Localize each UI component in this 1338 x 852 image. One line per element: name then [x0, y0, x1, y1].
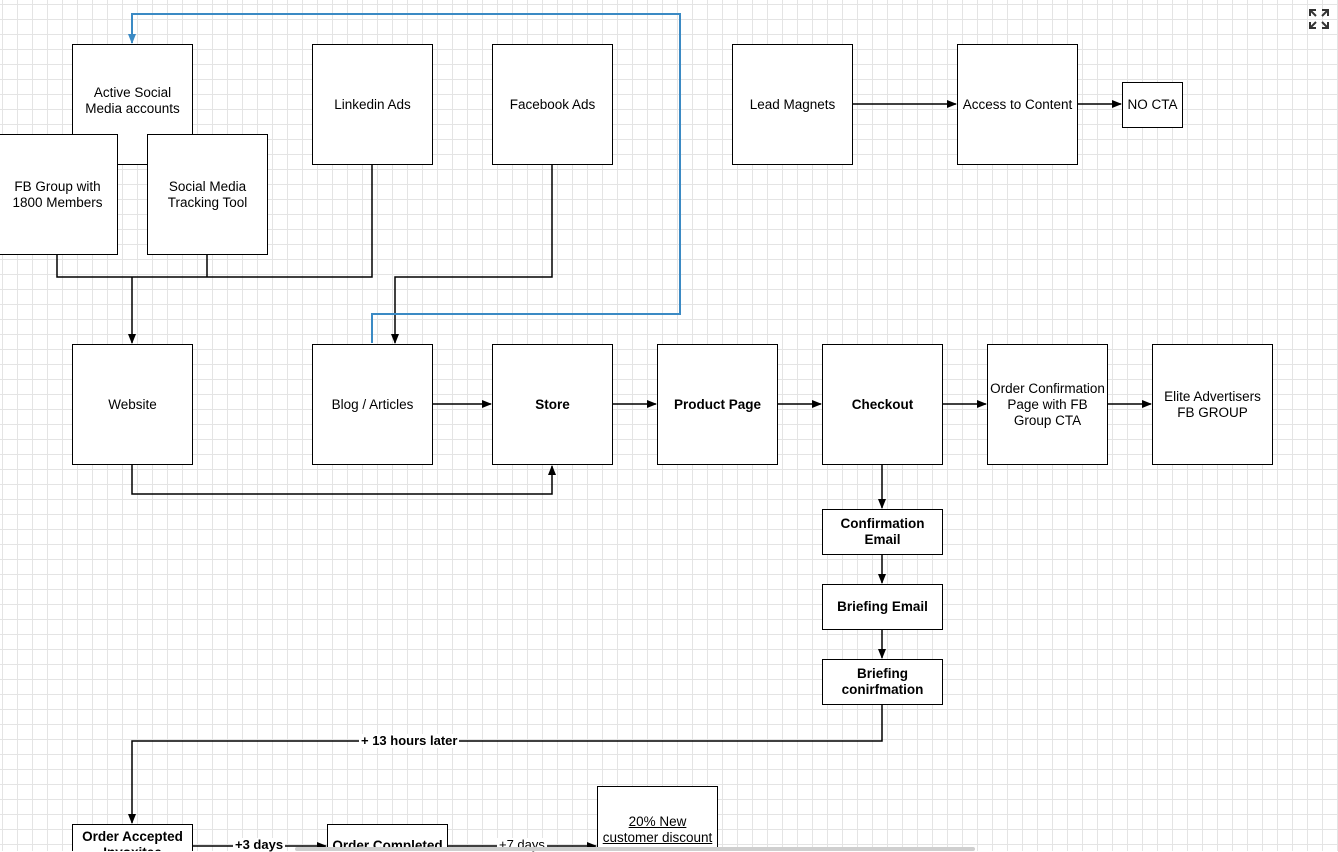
node-lead-magnets-label: Lead Magnets [749, 96, 836, 112]
connector-facebook-to-blog [391, 164, 553, 344]
node-elite-label: Elite Advertisers FB GROUP [1164, 388, 1261, 420]
node-facebook-ads[interactable]: Facebook Ads [492, 44, 613, 165]
node-access-content[interactable]: Access to Content [957, 44, 1078, 165]
connector-website-to-store [131, 464, 556, 495]
horizontal-scrollbar[interactable] [295, 847, 975, 851]
node-no-cta[interactable]: NO CTA [1122, 82, 1183, 128]
node-new-customer-label: 20% New customer discount offer [602, 814, 713, 851]
node-order-accepted[interactable]: Order Accepted Invoxitee [72, 824, 193, 851]
node-briefing-confirmation[interactable]: Briefing conirfmation [822, 659, 943, 705]
node-access-content-label: Access to Content [962, 96, 1073, 112]
node-briefing-email-label: Briefing Email [837, 599, 928, 614]
node-active-social-label: Active Social Media accounts [85, 85, 180, 116]
node-confirmation-email[interactable]: Confirmation Email [822, 509, 943, 555]
node-social-tool-label: Social Media Tracking Tool [167, 178, 248, 210]
node-fb-group[interactable]: FB Group with 1800 Members [0, 134, 118, 255]
node-product-page[interactable]: Product Page [657, 344, 778, 465]
edge-label-hours-later: + 13 hours later [359, 733, 460, 748]
node-website-label: Website [108, 396, 157, 412]
node-no-cta-label: NO CTA [1127, 97, 1178, 112]
node-website[interactable]: Website [72, 344, 193, 465]
node-product-page-label: Product Page [673, 396, 762, 412]
node-store-label: Store [535, 396, 570, 412]
node-facebook-ads-label: Facebook Ads [509, 96, 596, 112]
node-elite[interactable]: Elite Advertisers FB GROUP [1152, 344, 1273, 465]
node-order-confirmation-label: Order Confirmation Page with FB Group CT… [990, 380, 1105, 428]
connector-confirm-to-accepted [128, 704, 883, 824]
node-order-confirmation[interactable]: Order Confirmation Page with FB Group CT… [987, 344, 1108, 465]
node-new-customer[interactable]: 20% New customer discount offer [597, 786, 718, 851]
node-fb-group-label: FB Group with 1800 Members [12, 178, 103, 210]
expand-icon[interactable] [1308, 8, 1330, 30]
node-linkedin-ads[interactable]: Linkedin Ads [312, 44, 433, 165]
node-social-tool[interactable]: Social Media Tracking Tool [147, 134, 268, 255]
node-order-accepted-label: Order Accepted Invoxitee [82, 829, 183, 851]
node-blog[interactable]: Blog / Articles [312, 344, 433, 465]
node-confirmation-email-label: Confirmation Email [840, 516, 925, 547]
node-checkout-label: Checkout [851, 396, 914, 412]
node-checkout[interactable]: Checkout [822, 344, 943, 465]
connector-sources-to-website [56, 164, 373, 278]
edge-label-plus3: +3 days [233, 837, 286, 852]
node-briefing-confirmation-label: Briefing conirfmation [841, 666, 924, 697]
connector-blog-to-social-highlight [128, 13, 681, 343]
node-briefing-email[interactable]: Briefing Email [822, 584, 943, 630]
node-linkedin-ads-label: Linkedin Ads [334, 96, 411, 112]
node-store[interactable]: Store [492, 344, 613, 465]
node-blog-label: Blog / Articles [331, 396, 414, 412]
node-lead-magnets[interactable]: Lead Magnets [732, 44, 853, 165]
